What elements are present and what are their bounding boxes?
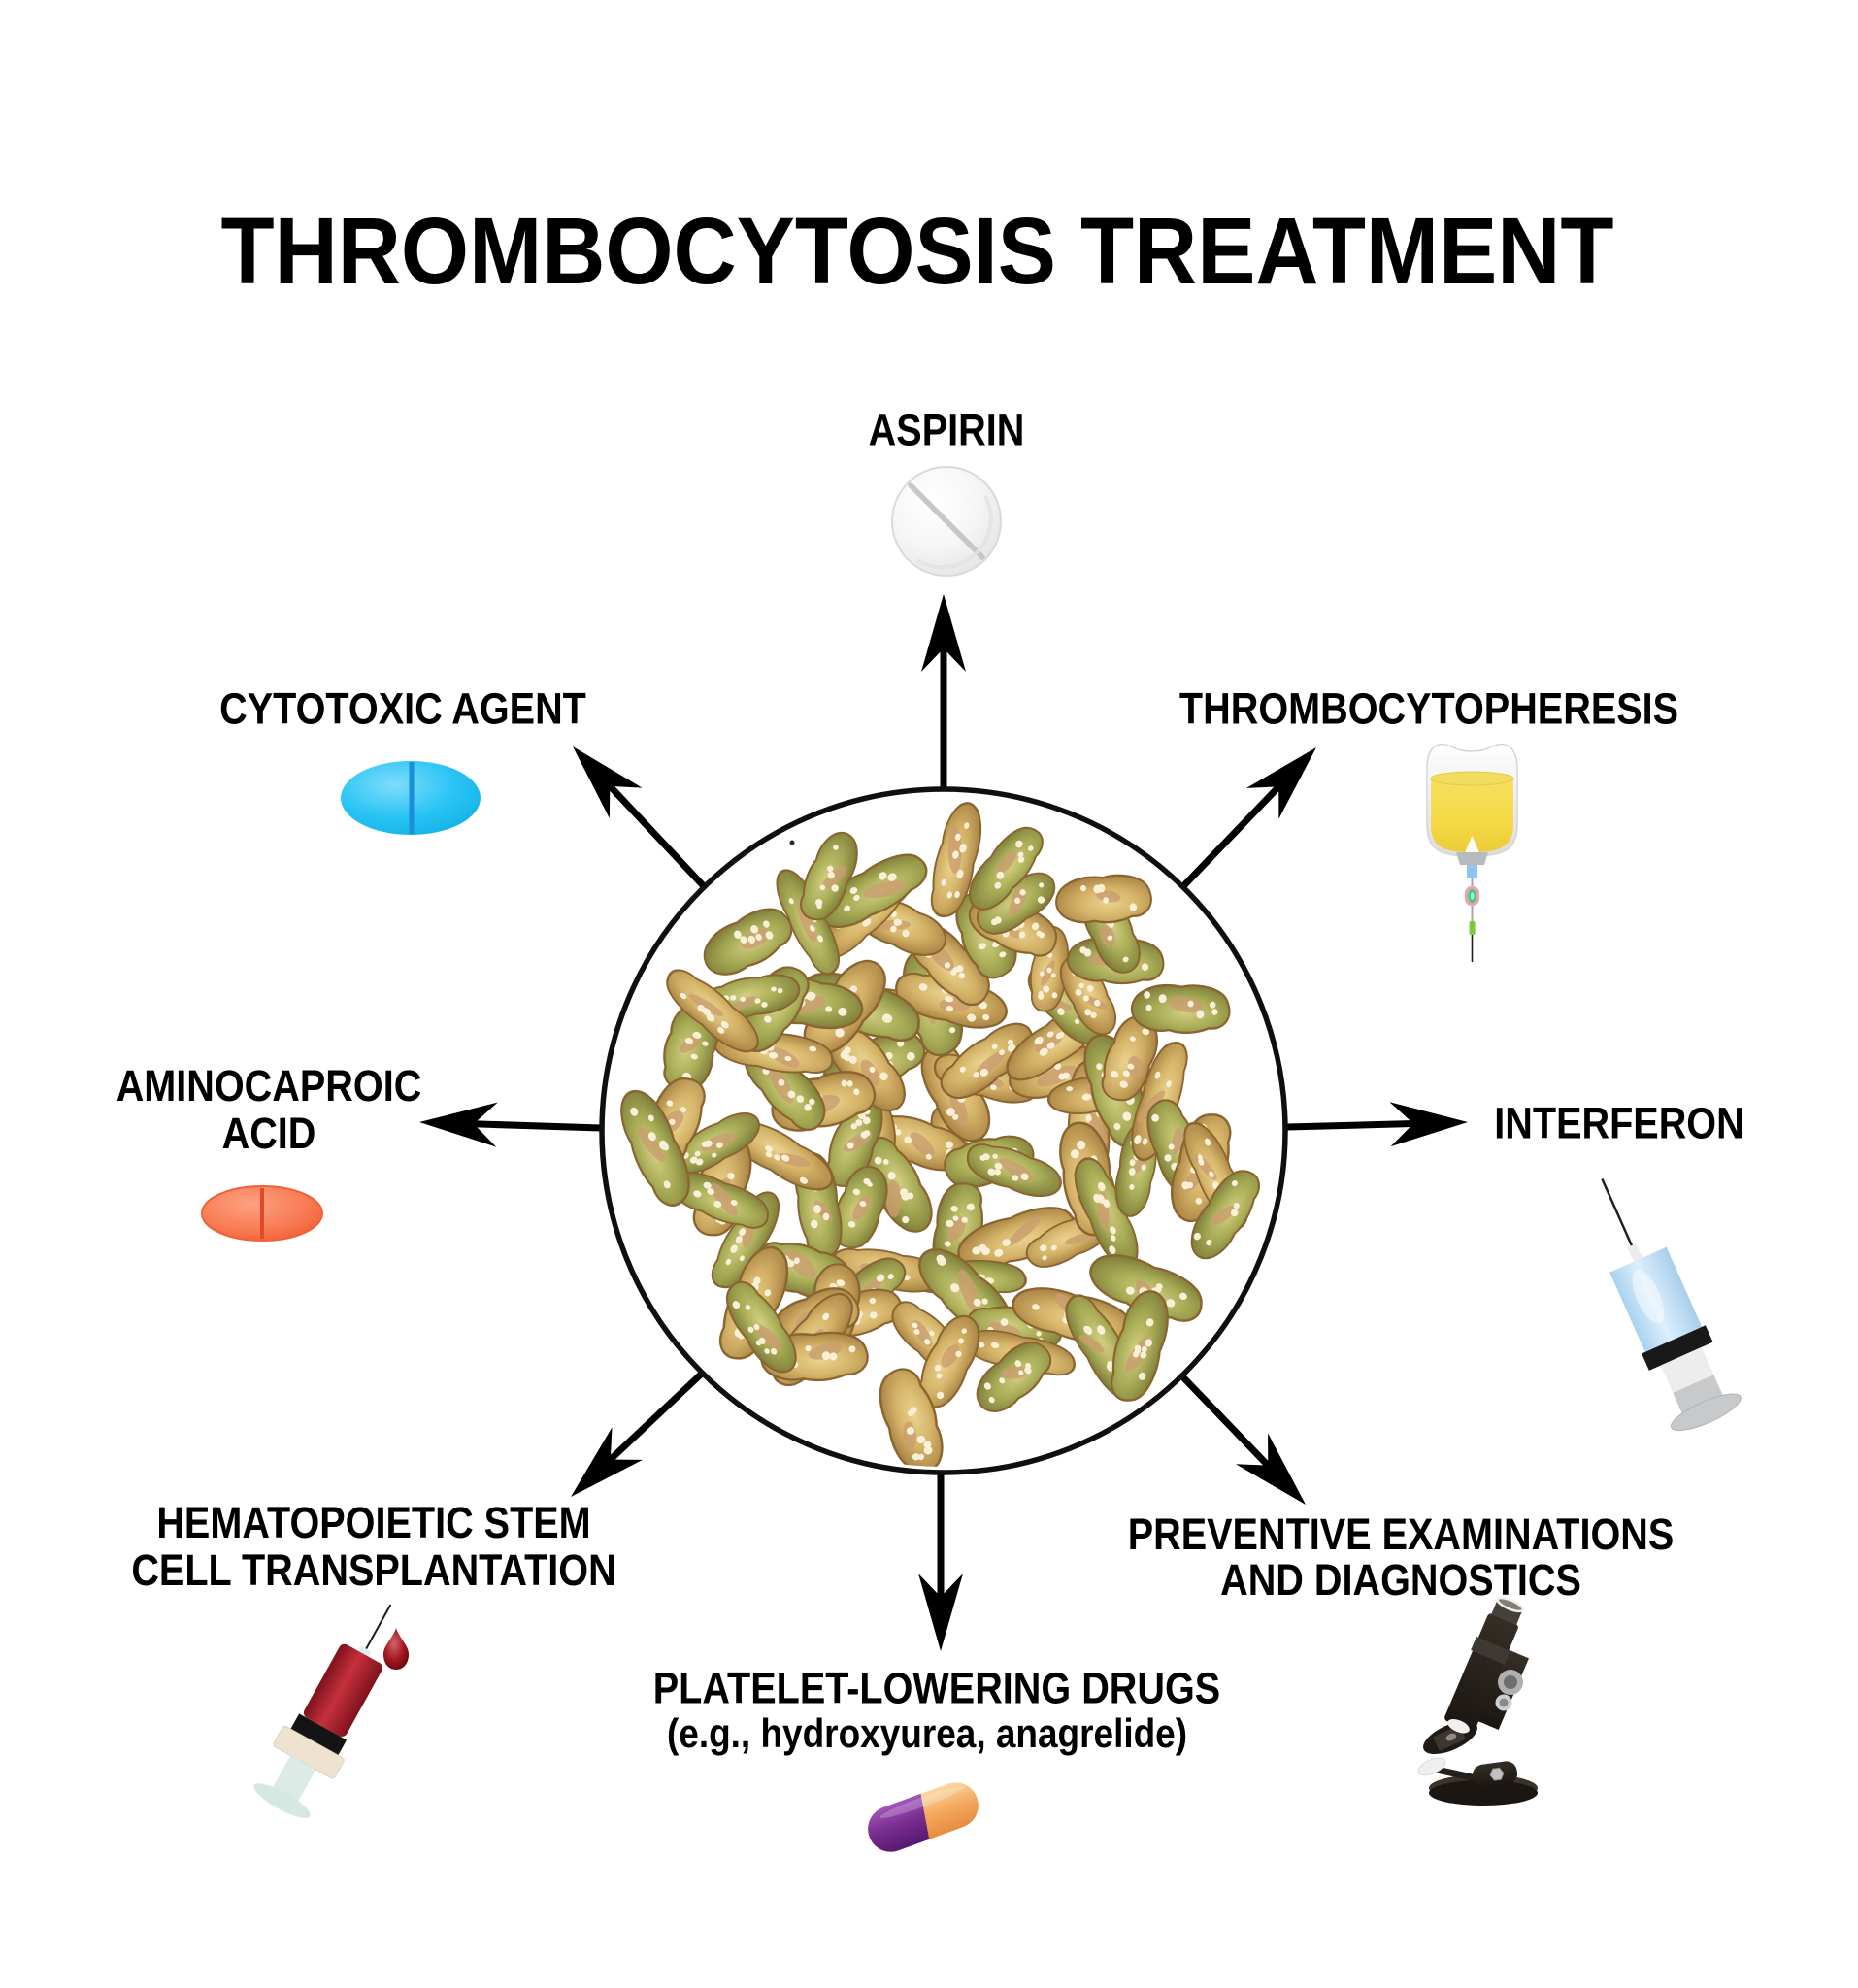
microscope-icon [1417, 1596, 1538, 1806]
label-platelet-lowering-drugs: PLATELET-LOWERING DRUGS [652, 1663, 1221, 1713]
iv-bag-icon [1426, 743, 1518, 962]
label-line: HEMATOPOIETIC STEM [156, 1498, 591, 1547]
speck [789, 840, 795, 845]
blood-syringe-icon [253, 1604, 409, 1818]
label-thrombocytopheresis: THROMBOCYTOPHERESIS [1178, 683, 1679, 734]
label-line: AMINOCAPROIC [116, 1061, 422, 1110]
label-line: ACID [221, 1109, 316, 1158]
label-cytotoxic-agent: CYTOTOXIC AGENT [219, 683, 586, 734]
platelet-circle [599, 786, 1288, 1475]
label-line: AND DIAGNOSTICS [1220, 1555, 1581, 1605]
label-aminocaproic-acid: AMINOCAPROIC ACID [116, 1062, 422, 1157]
label-interferon: INTERFERON [1494, 1098, 1744, 1148]
radiating-arrows [419, 594, 1468, 1651]
blood-drop-icon [383, 1628, 409, 1670]
label-hematopoietic-sct: HEMATOPOIETIC STEM CELL TRANSPLANTATION [131, 1499, 615, 1594]
oval-pill-blue-icon [341, 761, 481, 835]
page-title: THROMBOCYTOSIS TREATMENT [220, 198, 1614, 304]
label-line: CELL TRANSPLANTATION [131, 1545, 616, 1595]
label-preventive-examinations: PREVENTIVE EXAMINATIONS AND DIAGNOSTICS [1128, 1511, 1675, 1603]
oval-pill-orange-icon [201, 1185, 323, 1242]
label-aspirin: ASPIRIN [868, 405, 1025, 455]
round-tablet-icon [891, 466, 1002, 577]
capsule-icon [861, 1775, 985, 1859]
label-line: PREVENTIVE EXAMINATIONS [1127, 1509, 1675, 1559]
syringe-icon [1601, 1178, 1742, 1432]
platelets-illustration [620, 802, 1260, 1467]
label-platelet-lowering-sub: (e.g., hydroxyurea, anagrelide) [666, 1710, 1188, 1756]
